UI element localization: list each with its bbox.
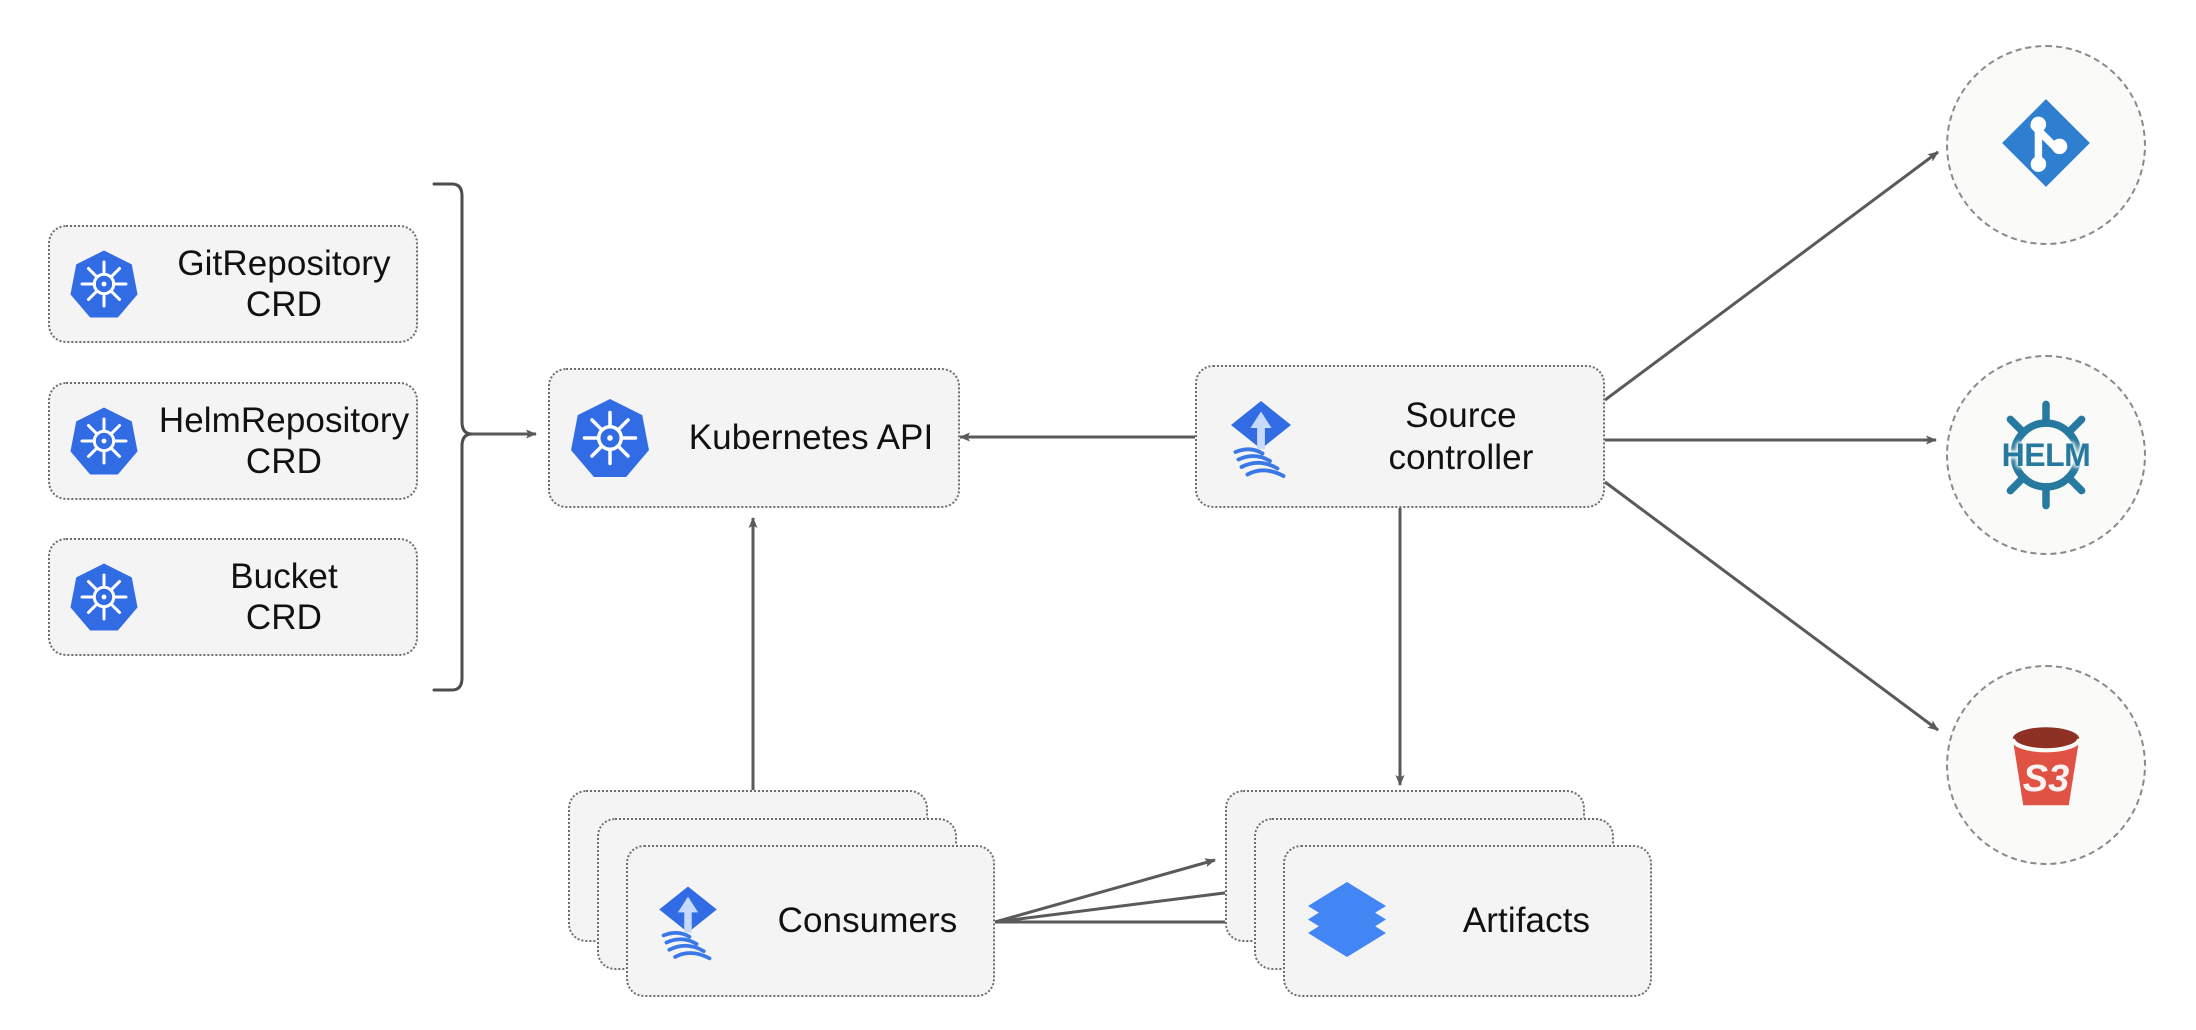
- kubernetes-icon: [50, 382, 158, 500]
- git-icon: [1992, 89, 2100, 202]
- node-label: Source controller: [1388, 396, 1534, 477]
- crd-box-helmrepository[interactable]: HelmRepository CRD: [48, 382, 418, 500]
- node-artifacts[interactable]: Artifacts: [1283, 845, 1652, 997]
- edge-source-controller-to-s3: [1604, 480, 1939, 732]
- kubernetes-icon: [550, 368, 670, 508]
- node-kubernetes-api[interactable]: Kubernetes API: [548, 368, 960, 508]
- crd-box-gitrepository[interactable]: GitRepository CRD: [48, 225, 418, 343]
- external-source-s3[interactable]: S3: [1946, 665, 2146, 865]
- node-source-controller[interactable]: Source controller: [1195, 365, 1605, 508]
- node-label: Consumers: [777, 901, 958, 941]
- kubernetes-icon: [50, 225, 158, 343]
- crd-group-bracket: [432, 182, 474, 692]
- node-label: Kubernetes API: [688, 418, 934, 458]
- kubernetes-icon: [50, 538, 158, 656]
- flux-icon: [1197, 365, 1325, 508]
- s3-wordmark: S3: [2022, 757, 2070, 800]
- s3-icon: S3: [1990, 709, 2102, 821]
- node-label: Artifacts: [1462, 901, 1591, 941]
- crd-label: Bucket CRD: [230, 556, 338, 637]
- crd-label: GitRepository CRD: [177, 243, 391, 324]
- crd-label: HelmRepository CRD: [158, 400, 410, 481]
- helm-wordmark: HELM: [2001, 436, 2091, 473]
- node-consumers[interactable]: Consumers: [626, 845, 995, 997]
- layers-icon: [1285, 845, 1409, 997]
- external-source-helm[interactable]: HELM: [1946, 355, 2146, 555]
- helm-icon: HELM: [1986, 395, 2106, 515]
- edge-consumers-to-artifact-card-mid: [994, 886, 1249, 924]
- flux-icon: [628, 845, 748, 997]
- crd-box-bucket[interactable]: Bucket CRD: [48, 538, 418, 656]
- edge-source-controller-to-git: [1604, 150, 1939, 402]
- edge-consumers-to-artifact-card-top: [994, 858, 1216, 924]
- external-source-git[interactable]: [1946, 45, 2146, 245]
